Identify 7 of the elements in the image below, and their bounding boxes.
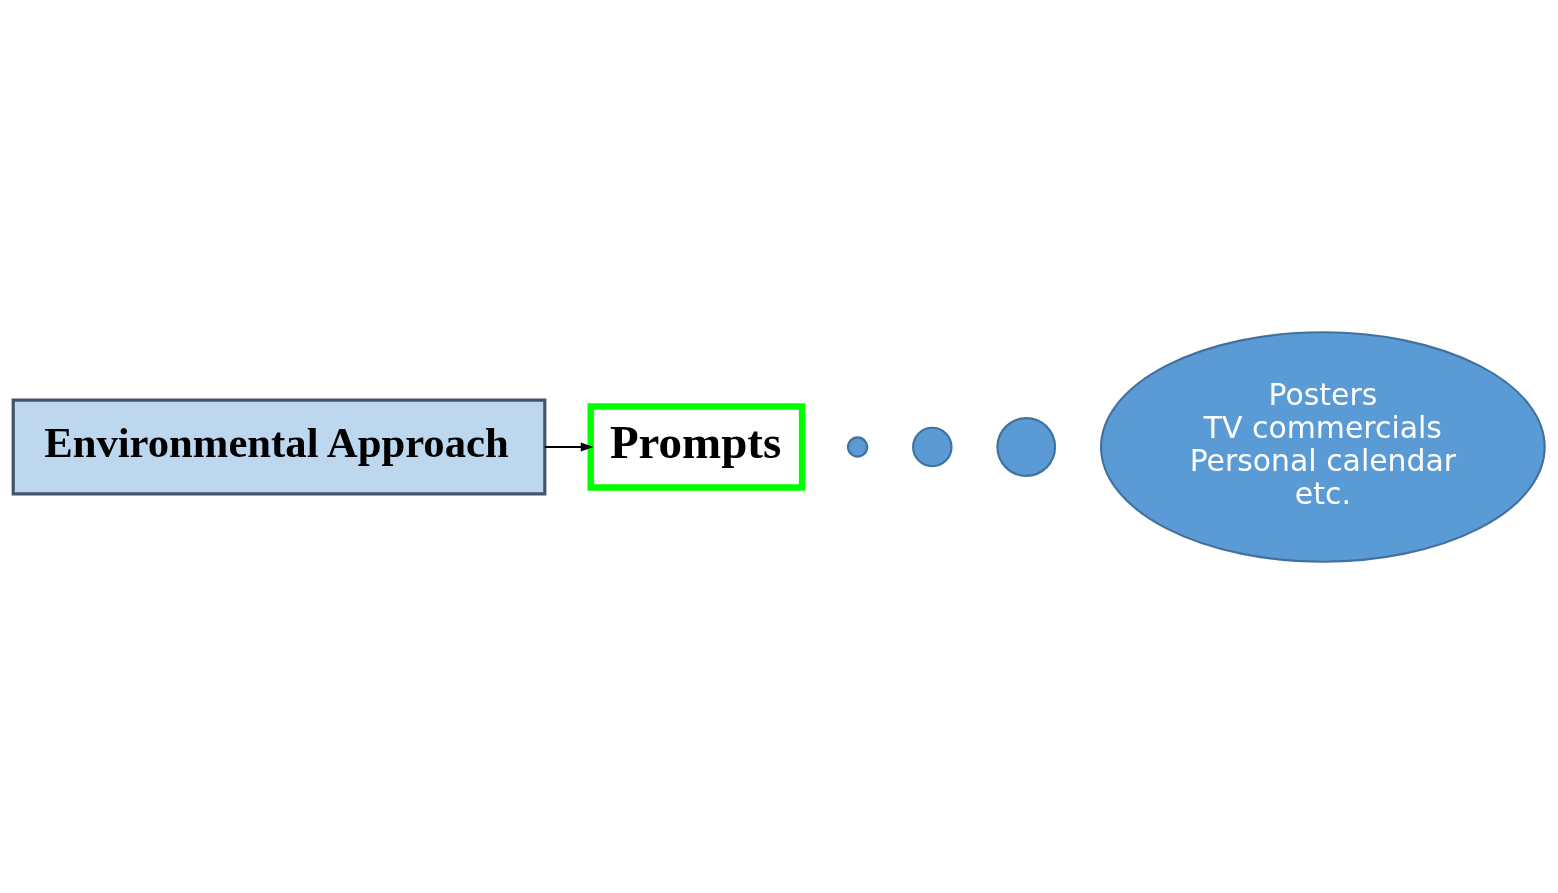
node-circle [996, 416, 1057, 477]
node-box: Prompts [587, 402, 806, 491]
node-circle [912, 426, 953, 467]
node-box: Environmental Approach [11, 397, 547, 496]
node-circle [846, 435, 869, 458]
arrow [544, 442, 594, 451]
node-ellipse: Posters TV commercials Personal calendar etc. [1100, 330, 1546, 563]
